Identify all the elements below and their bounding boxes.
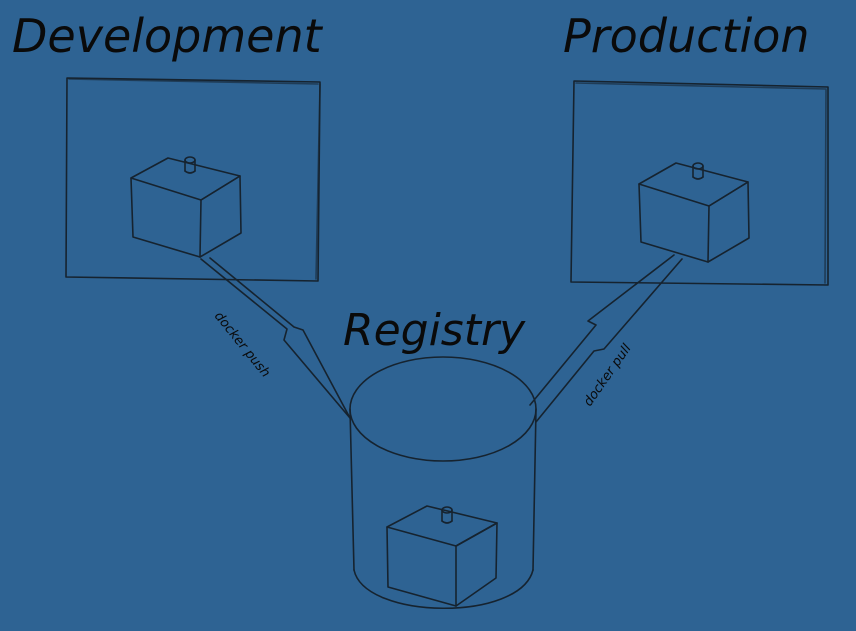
development-title: Development: [12, 9, 324, 63]
registry-cylinder-icon: [349, 356, 537, 609]
container-cube-icon: [638, 162, 750, 263]
pull-arrow: [529, 254, 683, 423]
container-cube-icon: [130, 156, 242, 258]
container-cube-icon: [386, 505, 498, 607]
push-arrow: [200, 257, 351, 419]
production-environment: [570, 80, 829, 286]
development-environment: [65, 77, 321, 282]
push-label: docker push: [211, 309, 273, 381]
production-title: Production: [563, 9, 810, 63]
registry-title: Registry: [343, 305, 526, 356]
pull-label: docker pull: [581, 341, 635, 409]
